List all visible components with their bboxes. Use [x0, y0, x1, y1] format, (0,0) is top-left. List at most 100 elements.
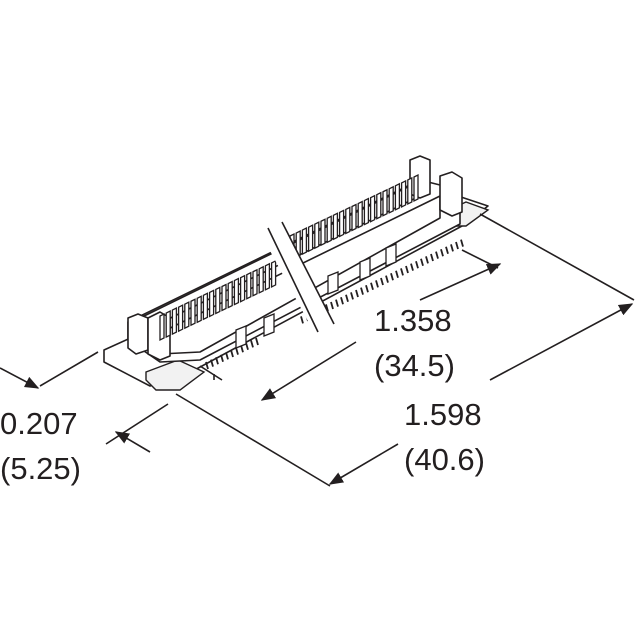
- contact-slot: [252, 268, 258, 297]
- latch-windows: [235, 243, 397, 349]
- solder-lead: [355, 289, 359, 298]
- extension-line: [39, 351, 99, 387]
- solder-lead: [400, 268, 404, 276]
- solder-lead: [445, 246, 449, 255]
- extension-line: [199, 365, 223, 381]
- solder-lead: [225, 352, 229, 360]
- dimension-line-1358-left: [260, 341, 357, 401]
- contact-slot: [400, 179, 407, 208]
- contact-slot: [357, 200, 363, 229]
- dimension-width: 0.207 (5.25): [0, 351, 169, 486]
- extension-line: [461, 249, 499, 269]
- contact-slot: [376, 191, 382, 220]
- contact-slot: [208, 289, 215, 318]
- dimension-label-inch: 1.598: [404, 397, 482, 432]
- contact-slot: [258, 265, 264, 294]
- contact-slot: [301, 227, 308, 256]
- solder-lead: [235, 347, 239, 355]
- solder-lead: [450, 244, 454, 252]
- solder-lead: [425, 256, 429, 264]
- solder-lead: [430, 253, 434, 262]
- contact-slot: [326, 215, 332, 244]
- contact-slot: [338, 209, 345, 238]
- contact-slot: [196, 295, 202, 324]
- solder-lead: [370, 282, 374, 291]
- break-symbol: [262, 221, 335, 336]
- solder-lead: [340, 296, 344, 305]
- dimension-line-1598-right: [489, 303, 634, 381]
- solder-lead: [375, 280, 379, 288]
- contact-slot: [388, 185, 394, 214]
- solder-lead: [210, 359, 214, 367]
- dimension-mating-length: 1.358 (34.5): [199, 249, 502, 401]
- contact-slots-left: [159, 259, 277, 342]
- extension-line: [479, 213, 635, 301]
- solder-lead: [220, 354, 224, 363]
- contact-slot: [184, 301, 190, 330]
- contact-slot: [413, 173, 419, 203]
- solder-lead: [350, 292, 354, 300]
- solder-lead: [390, 272, 394, 281]
- left-latch-tower: [127, 313, 149, 355]
- solder-lead: [215, 356, 219, 365]
- solder-lead: [330, 301, 334, 310]
- contact-slot: [369, 194, 376, 223]
- dimension-line-207-bottom: [114, 431, 151, 453]
- dimension-label-mm: (40.6): [404, 442, 485, 477]
- contact-slot: [239, 274, 246, 303]
- solder-lead: [365, 284, 369, 293]
- solder-lead: [360, 287, 364, 295]
- contact-slot: [264, 262, 271, 291]
- solder-lead: [380, 277, 384, 286]
- solder-lead: [385, 275, 389, 283]
- dimension-line-1598-left: [328, 443, 399, 485]
- contact-slot: [215, 286, 221, 315]
- extension-line: [105, 403, 169, 445]
- contact-slot: [177, 304, 184, 333]
- extension-line: [175, 393, 331, 487]
- dimension-label-mm: (34.5): [374, 348, 455, 383]
- contact-slot: [314, 221, 320, 250]
- dimension-line-1358-right: [419, 263, 502, 301]
- solder-lead: [415, 260, 419, 269]
- solder-lead: [250, 340, 254, 348]
- solder-lead: [420, 258, 424, 267]
- dimension-line-207-top: [0, 367, 40, 389]
- solder-lead: [345, 294, 349, 303]
- contact-slot: [202, 292, 209, 321]
- solder-lead: [455, 241, 459, 250]
- contact-slot: [363, 197, 370, 226]
- contact-slot: [332, 212, 339, 241]
- solder-lead: [435, 251, 439, 259]
- contact-slot: [394, 182, 401, 211]
- contact-slot: [171, 307, 178, 336]
- contact-slot: [190, 298, 196, 327]
- contact-slot: [345, 206, 351, 235]
- solder-lead: [230, 349, 234, 358]
- solder-lead: [460, 239, 464, 247]
- dimension-label-inch: 0.207: [0, 406, 78, 441]
- dimension-label-inch: 1.358: [374, 303, 452, 338]
- dimension-overall-length: 1.598 (40.6): [175, 213, 635, 487]
- contact-slot: [382, 188, 388, 217]
- dimension-label-mm: (5.25): [0, 451, 81, 486]
- contact-slot: [233, 277, 240, 306]
- contact-slot: [159, 312, 165, 342]
- contact-slot: [221, 283, 227, 312]
- contact-slot: [320, 218, 326, 247]
- contact-slot: [307, 224, 314, 253]
- contact-slot: [165, 309, 171, 339]
- solder-lead: [255, 337, 259, 346]
- solder-lead: [395, 270, 399, 279]
- solder-lead: [440, 248, 444, 257]
- solder-lead: [410, 263, 414, 271]
- contact-slot: [246, 271, 252, 300]
- contact-slot: [227, 280, 233, 309]
- contact-slot: [351, 203, 357, 232]
- solder-lead: [205, 361, 209, 370]
- solder-lead: [405, 265, 409, 274]
- right-latch-tower: [409, 155, 431, 199]
- contact-slot: [270, 259, 277, 288]
- solder-lead: [300, 316, 304, 324]
